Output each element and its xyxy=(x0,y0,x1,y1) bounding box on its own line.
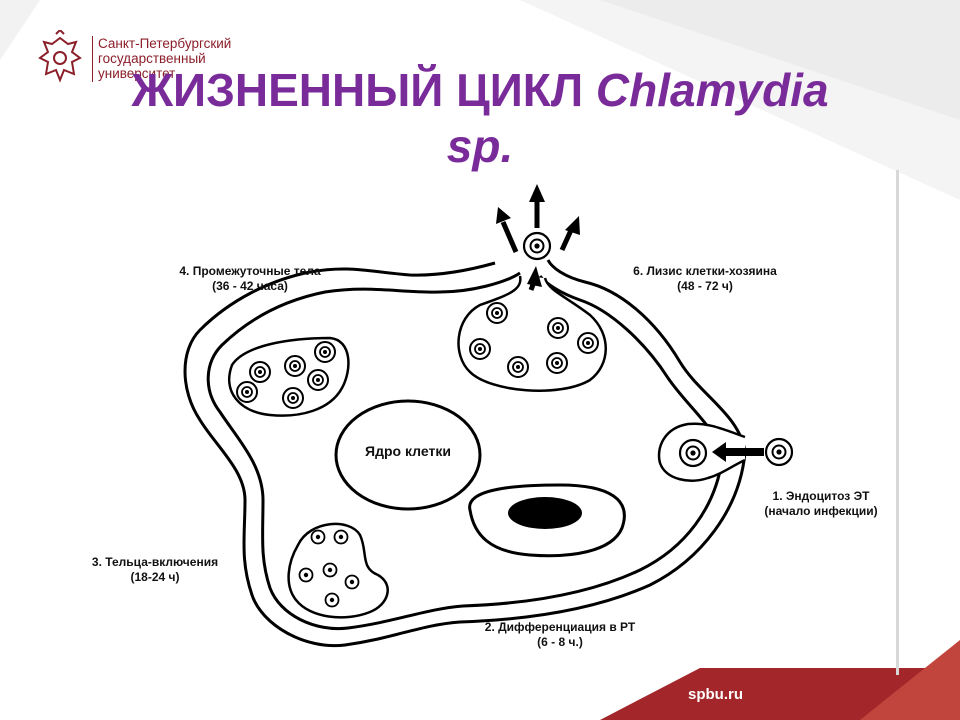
footer-band xyxy=(600,668,960,720)
stage-4-line-2: (36 - 42 часа) xyxy=(212,279,288,293)
stage-1-line-2: (начало инфекции) xyxy=(764,504,878,518)
nucleus-label: Ядро клетки xyxy=(365,443,451,459)
university-name-line-1: Санкт-Петербургский xyxy=(98,36,232,51)
stage-6-label: 6. Лизис клетки-хозяина (48 - 72 ч) xyxy=(600,264,810,294)
stage-6-line-1: 6. Лизис клетки-хозяина xyxy=(633,264,777,278)
title-main: ЖИЗНЕННЫЙ ЦИКЛ xyxy=(131,64,584,116)
decorative-vertical-line xyxy=(896,170,899,675)
stage-4-line-1: 4. Промежуточные тела xyxy=(179,264,321,278)
university-name-line-3: университет xyxy=(98,66,176,81)
inclusion-reticulate-bodies xyxy=(287,522,389,619)
stage-2-line-1: 2. Дифференциация в РТ xyxy=(484,620,636,634)
organelle-core xyxy=(508,497,582,529)
stage-4-label: 4. Промежуточные тела (36 - 42 часа) xyxy=(145,264,355,294)
stage-3-line-1: 3. Тельца-включения xyxy=(91,555,219,569)
stage-2-label: 2. Дифференциация в РТ (6 - 8 ч.) xyxy=(450,620,670,650)
stage-3-line-2: (18-24 ч) xyxy=(130,570,180,584)
stage-1-line-1: 1. Эндоцитоз ЭТ xyxy=(772,489,870,503)
stage-2-line-2: (6 - 8 ч.) xyxy=(537,635,583,649)
cell-nucleus xyxy=(334,399,482,511)
host-cell-membrane-outer xyxy=(183,259,747,648)
stage-3-label: 3. Тельца-включения (18-24 ч) xyxy=(60,555,250,585)
release-arrows xyxy=(496,184,580,291)
stage-1-label: 1. Эндоцитоз ЭТ (начало инфекции) xyxy=(736,489,906,519)
endocytosis-arrow xyxy=(712,442,764,462)
footer-site-link[interactable]: spbu.ru xyxy=(688,686,743,703)
university-crest-logo xyxy=(38,30,82,83)
stage-6-line-2: (48 - 72 ч) xyxy=(677,279,733,293)
logo-divider xyxy=(92,36,93,82)
title-line-2: sp. xyxy=(446,120,514,172)
title-latin: Chlamydia xyxy=(595,64,829,116)
host-cell-membrane-inner xyxy=(206,271,724,631)
page-title: ЖИЗНЕННЫЙ ЦИКЛ Chlamydia sp. xyxy=(0,62,960,174)
university-name-line-2: государственный xyxy=(98,51,206,66)
university-name: Санкт-Петербургский государственный унив… xyxy=(98,36,231,81)
